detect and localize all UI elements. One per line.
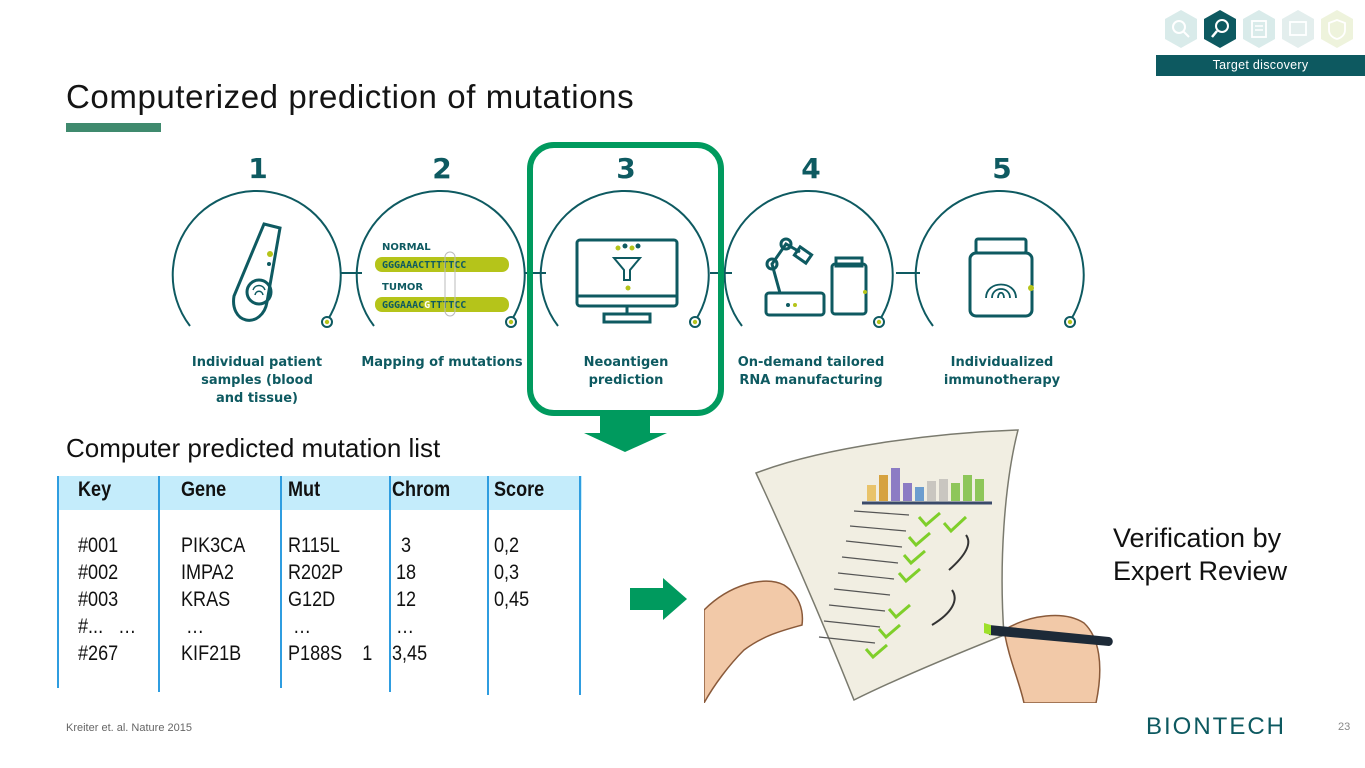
normal-label: NORMAL	[382, 242, 431, 253]
tumor-sequence: GGGAAACGTTTTCC	[382, 300, 466, 311]
verification-text: Verification by Expert Review	[1113, 522, 1287, 588]
step-4-label-line-1: On-demand tailored	[737, 355, 885, 370]
list-icon[interactable]	[1241, 9, 1277, 49]
step-3-number: 3	[616, 152, 635, 185]
cell-key: #003	[78, 588, 119, 611]
step-2-number: 2	[432, 152, 451, 185]
down-arrow	[584, 433, 667, 452]
cell-mut: R202P	[288, 561, 344, 584]
table-divider	[579, 476, 581, 695]
table-divider	[389, 476, 391, 692]
mutation-list-title: Computer predicted mutation list	[66, 433, 441, 463]
verification-line-1: Verification by	[1113, 523, 1282, 553]
step-3-label-line-2: prediction	[588, 373, 664, 388]
table-divider	[280, 476, 282, 688]
step-1-label-line-2: samples (blood	[201, 373, 313, 388]
step-4-arc	[723, 189, 894, 328]
process-graphic: 1 2 3 4 5 NORMAL GGGAAACTTTTTCC TUMOR GG…	[171, 142, 1085, 452]
step-3-label-line-1: Neoantigen	[583, 355, 669, 370]
column-header-chrom[interactable]: Chrom	[392, 478, 451, 501]
expert-review-illustration	[704, 429, 1113, 703]
step-1-label: Individual patient samples (blood and ti…	[182, 354, 332, 408]
step-1-number: 1	[248, 152, 267, 185]
cell-mut: G12D	[288, 588, 336, 611]
cell-key: #267	[78, 642, 119, 665]
cell-chrom: 18	[396, 561, 417, 584]
cell-gene: …	[181, 615, 205, 638]
logo-text: BIONTECH	[1146, 713, 1286, 738]
step-4-label-line-2: RNA manufacturing	[739, 373, 883, 388]
step-2-label: Mapping of mutations	[356, 354, 528, 372]
cell-score: 0,2	[494, 534, 520, 557]
cell-gene: PIK3CA	[181, 534, 246, 557]
verification-line-2: Expert Review	[1113, 556, 1288, 586]
monitor-icon	[575, 238, 679, 324]
check-marks	[864, 511, 968, 660]
step-5-number: 5	[992, 152, 1011, 185]
cell-chrom: 3,45	[392, 642, 428, 665]
step-5-label: Individualized immunotherapy	[927, 354, 1077, 390]
right-arrow-icon	[630, 578, 687, 620]
step-2-arc	[355, 189, 526, 328]
step-2-label-line-1: Mapping of mutations	[361, 355, 523, 370]
checklist-sketch	[818, 510, 910, 644]
process-diagram: 1 2 3 4 5 NORMAL GGGAAACTTTTTCC TUMOR GG…	[160, 140, 1100, 452]
gear-search-icon[interactable]	[1163, 9, 1199, 49]
step-5-label-line-1: Individualized	[950, 355, 1054, 370]
page-number: 23	[1338, 721, 1351, 733]
column-header-key[interactable]: Key	[78, 478, 112, 501]
table-header-row	[57, 476, 582, 510]
normal-sequence: GGGAAACTTTTTCC	[382, 260, 466, 271]
test-tube-icon	[232, 222, 282, 322]
cell-gene: IMPA2	[181, 561, 234, 584]
column-header-score[interactable]: Score	[494, 478, 545, 501]
tumor-label: TUMOR	[382, 282, 423, 293]
cell-score: 0,3	[494, 561, 520, 584]
step-5-label-line-2: immunotherapy	[943, 373, 1061, 388]
cell-score: 0,45	[494, 588, 530, 611]
step-3-label: Neoantigen prediction	[550, 354, 702, 390]
biontech-logo: BIONTECH	[1146, 713, 1286, 738]
chart-icon[interactable]	[1280, 9, 1316, 49]
step-1-label-line-3: and tissue)	[215, 391, 299, 406]
mutation-table	[57, 476, 582, 696]
step-4-number: 4	[801, 152, 820, 185]
step-3-arc	[539, 189, 710, 328]
robot-arm-icon	[764, 237, 826, 317]
step-5-arc	[914, 189, 1085, 328]
cell-chrom: 12	[396, 588, 417, 611]
shield-icon[interactable]	[1319, 9, 1355, 49]
cell-mut: …	[288, 615, 312, 638]
step-1-label-line-1: Individual patient	[191, 355, 323, 370]
step-4-label: On-demand tailored RNA manufacturing	[726, 354, 896, 390]
table-divider	[57, 476, 59, 688]
column-header-mut[interactable]: Mut	[288, 478, 321, 501]
sequence-icon: NORMAL GGGAAACTTTTTCC TUMOR GGGAAACGTTTT…	[375, 242, 509, 317]
cell-mut: P188S 1	[288, 642, 373, 665]
step-1-arc	[171, 189, 342, 328]
page-title: Computerized prediction of mutations	[66, 78, 635, 115]
section-nav-icons	[1163, 9, 1358, 49]
medicine-bottle-icon	[968, 237, 1034, 318]
right-hand-with-pen	[984, 614, 1113, 703]
cell-key: #... …	[78, 615, 137, 638]
table-divider	[487, 476, 489, 695]
cell-gene: KIF21B	[181, 642, 242, 665]
cell-chrom: …	[396, 615, 415, 638]
cell-mut: R115L	[288, 534, 340, 557]
cell-key: #001	[78, 534, 119, 557]
cell-gene: KRAS	[181, 588, 231, 611]
bar-chart-sketch	[862, 468, 992, 505]
cell-chrom: 3	[396, 534, 412, 557]
left-hand	[704, 580, 804, 703]
cell-key: #002	[78, 561, 119, 584]
section-tag: Target discovery	[1156, 55, 1365, 76]
table-divider	[158, 476, 160, 692]
column-header-gene[interactable]: Gene	[181, 478, 227, 501]
citation: Kreiter et. al. Nature 2015	[66, 722, 192, 734]
title-underline	[66, 123, 161, 132]
magnifier-icon[interactable]	[1202, 9, 1238, 49]
vial-icon	[830, 256, 868, 316]
